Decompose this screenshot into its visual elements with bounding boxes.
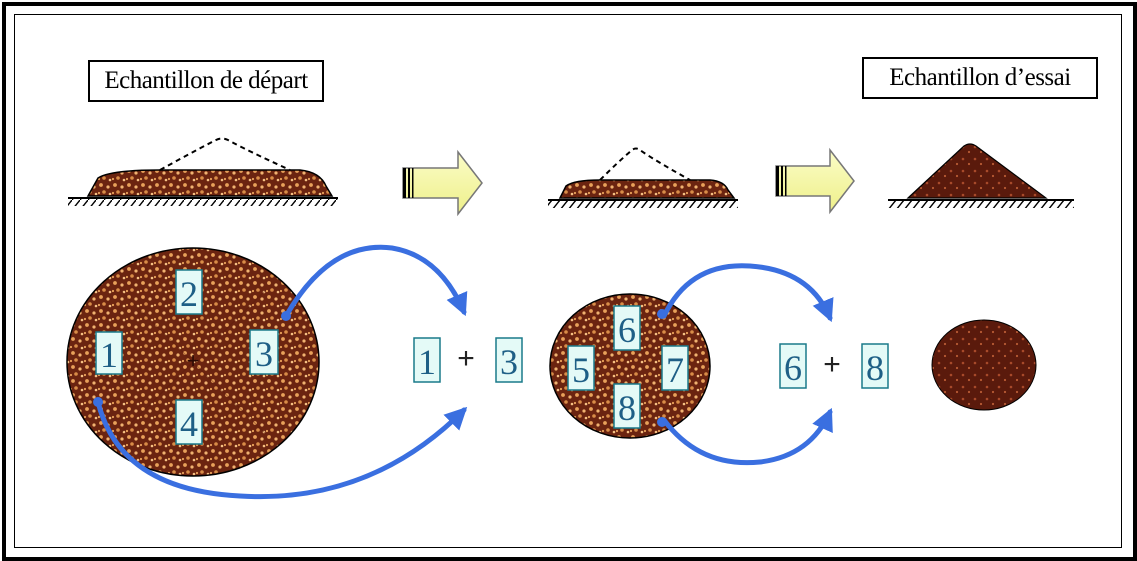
- quarter-box-3: 3: [250, 330, 278, 374]
- final-pile: [888, 144, 1074, 208]
- quarter-label-7: 7: [666, 350, 684, 390]
- arrow-quarter-8-to-combination: [664, 412, 830, 463]
- test-sample-label: Echantillon d’essai: [862, 57, 1098, 99]
- plus-sign: +: [457, 342, 475, 375]
- process-arrow-1: [403, 152, 482, 214]
- quarter-box-2: 2: [176, 270, 202, 314]
- quarter-label-3: 3: [255, 334, 273, 374]
- combination-second: 6 + 8: [780, 344, 888, 388]
- quarter-label-5: 5: [572, 350, 590, 390]
- combined-right-label-2: 8: [866, 348, 884, 388]
- quarter-label-2: 2: [180, 274, 198, 314]
- initial-pile: [68, 139, 338, 207]
- quarter-box-5: 5: [568, 346, 594, 390]
- combination-first: 1 + 3: [414, 338, 522, 382]
- quarter-box-8: 8: [614, 384, 640, 428]
- plus-sign-2: +: [823, 348, 841, 381]
- arrow-quarter-6-to-combination: [664, 266, 830, 318]
- reduced-pile: [548, 149, 738, 209]
- process-arrow-2: [776, 150, 854, 212]
- quarter-label-4: 4: [180, 404, 198, 444]
- quarter-box-4: 4: [176, 400, 202, 444]
- start-sample-label: Echantillon de départ: [88, 60, 324, 102]
- arrow-quarter-3-to-combination: [286, 247, 464, 316]
- combined-left-label-2: 6: [784, 348, 802, 388]
- quarter-label-8: 8: [618, 388, 636, 428]
- quarter-box-6: 6: [614, 306, 640, 350]
- quarter-label-6: 6: [618, 310, 636, 350]
- combined-right-label: 3: [500, 342, 518, 382]
- quarter-box-1: 1: [96, 332, 122, 375]
- svg-text:+: +: [187, 348, 200, 373]
- quarter-label-1: 1: [100, 335, 118, 375]
- quarter-box-7: 7: [662, 346, 688, 390]
- combined-left-label: 1: [418, 342, 436, 382]
- final-test-disc: [932, 320, 1036, 410]
